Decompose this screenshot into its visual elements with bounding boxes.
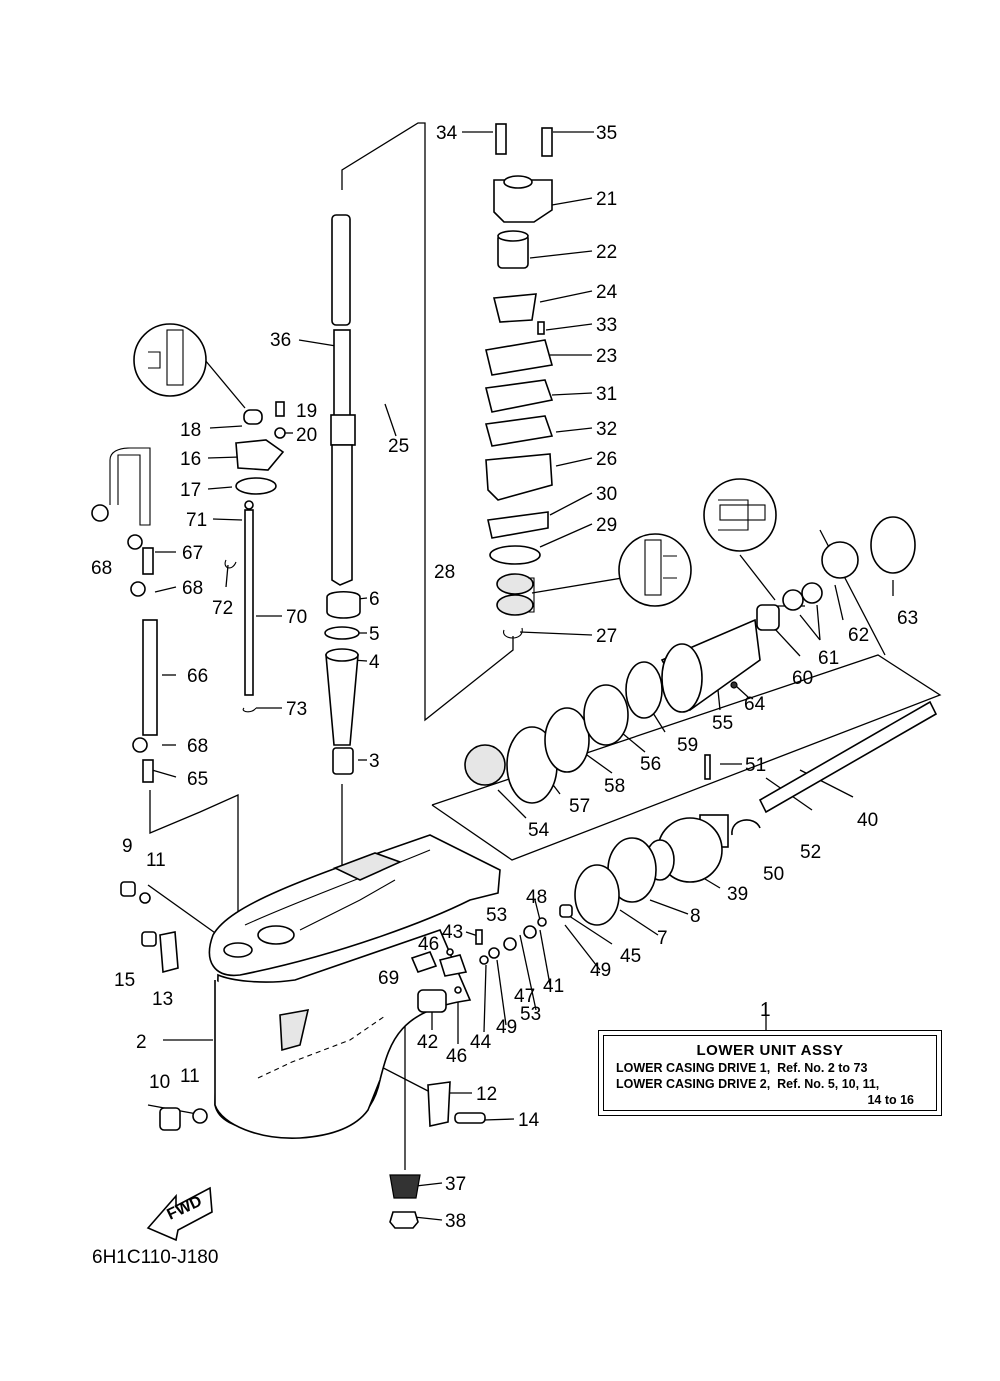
callout: 4 — [369, 652, 380, 673]
callout: 5 — [369, 624, 380, 645]
callout: 7 — [657, 928, 668, 949]
callout: 59 — [677, 735, 698, 756]
callout: 34 — [436, 123, 458, 144]
callout: 9 — [122, 836, 133, 857]
callout: 8 — [690, 906, 701, 927]
legend-box: LOWER UNIT ASSY LOWER CASING DRIVE 1, Re… — [598, 1030, 942, 1116]
callout: 63 — [897, 608, 918, 629]
callout: 67 — [182, 543, 203, 564]
detail-circles — [133, 323, 777, 607]
callout: 55 — [712, 713, 733, 734]
callout: 48 — [526, 887, 547, 908]
fwd-arrow: FWD — [146, 1186, 213, 1242]
callout: 46 — [418, 934, 439, 955]
callout: 40 — [857, 810, 878, 831]
callout: 65 — [187, 769, 208, 790]
callout: 28 — [434, 562, 455, 583]
callout: 19 — [296, 401, 317, 422]
callout: 52 — [800, 842, 821, 863]
callout: 2 — [136, 1032, 147, 1053]
callout: 37 — [445, 1174, 466, 1195]
callout: 41 — [543, 976, 564, 997]
drawing-code: 6H1C110-J180 — [92, 1247, 219, 1268]
callout: 13 — [152, 989, 173, 1010]
callout: 53 — [520, 1004, 541, 1025]
callout: 39 — [727, 884, 748, 905]
callout: 46 — [446, 1046, 467, 1067]
callout: 31 — [596, 384, 617, 405]
callout: 50 — [763, 864, 784, 885]
callout: 17 — [180, 480, 201, 501]
callout: 49 — [590, 960, 611, 981]
callout: 68 — [182, 578, 203, 599]
prop-shaft-group — [410, 516, 938, 1013]
water-pump-group — [484, 123, 554, 639]
callout: 47 — [514, 986, 535, 1007]
callout: 58 — [604, 776, 625, 797]
callout: 20 — [296, 425, 317, 446]
leader-lines — [147, 122, 942, 1221]
callout: 33 — [596, 315, 617, 336]
callout: 38 — [445, 1211, 466, 1232]
callout: 30 — [596, 484, 617, 505]
callout: 70 — [286, 607, 307, 628]
callout: 54 — [528, 820, 550, 841]
callout: 32 — [596, 419, 617, 440]
callout: 57 — [569, 796, 590, 817]
callout: 24 — [596, 282, 618, 303]
callout-labels: 1 2 3 4 5 6 7 8 9 10 11 11 12 13 14 15 1… — [91, 123, 918, 1232]
drive-shaft-group — [324, 214, 361, 775]
callout: 45 — [620, 946, 641, 967]
shift-rod-group — [91, 401, 486, 1229]
callout: 49 — [496, 1017, 517, 1038]
callout: 18 — [180, 420, 201, 441]
callout: 72 — [212, 598, 233, 619]
callout: 27 — [596, 626, 617, 647]
callout: 15 — [114, 970, 135, 991]
callout: 66 — [187, 666, 208, 687]
callout: 3 — [369, 751, 380, 772]
callout: 29 — [596, 515, 617, 536]
legend-title: LOWER UNIT ASSY — [696, 1042, 844, 1059]
callout: 6 — [369, 589, 380, 610]
callout: 62 — [848, 625, 869, 646]
legend-inner: LOWER UNIT ASSY LOWER CASING DRIVE 1, Re… — [603, 1035, 937, 1111]
legend-line-2: LOWER CASING DRIVE 2, Ref. No. 5, 10, 11… — [616, 1077, 880, 1091]
callout: 26 — [596, 449, 617, 470]
callout: 42 — [417, 1032, 438, 1053]
callout: 43 — [442, 922, 463, 943]
callout: 25 — [388, 436, 409, 457]
callout: 44 — [470, 1032, 492, 1053]
callout: 64 — [744, 694, 766, 715]
callout: 1 — [760, 1000, 771, 1021]
callout: 68 — [187, 736, 208, 757]
lower-casing — [208, 834, 501, 1139]
callout: 10 — [149, 1072, 170, 1093]
callout: 11 — [180, 1066, 200, 1087]
callout: 16 — [180, 449, 201, 470]
legend-line-1: LOWER CASING DRIVE 1, Ref. No. 2 to 73 — [616, 1061, 868, 1075]
callout: 60 — [792, 668, 813, 689]
callout: 21 — [596, 189, 617, 210]
callout: 36 — [270, 330, 291, 351]
callout: 35 — [596, 123, 617, 144]
callout: 23 — [596, 346, 617, 367]
callout: 14 — [518, 1110, 540, 1131]
callout: 22 — [596, 242, 617, 263]
legend-line-3: 14 to 16 — [867, 1093, 914, 1107]
callout: 73 — [286, 699, 307, 720]
callout: 56 — [640, 754, 661, 775]
callout: 51 — [745, 755, 766, 776]
callout: 12 — [476, 1084, 497, 1105]
callout: 53 — [486, 905, 507, 926]
callout: 61 — [818, 648, 839, 669]
callout: 11 — [146, 850, 166, 871]
callout: 68 — [91, 558, 112, 579]
callout: 71 — [186, 510, 207, 531]
callout: 69 — [378, 968, 399, 989]
